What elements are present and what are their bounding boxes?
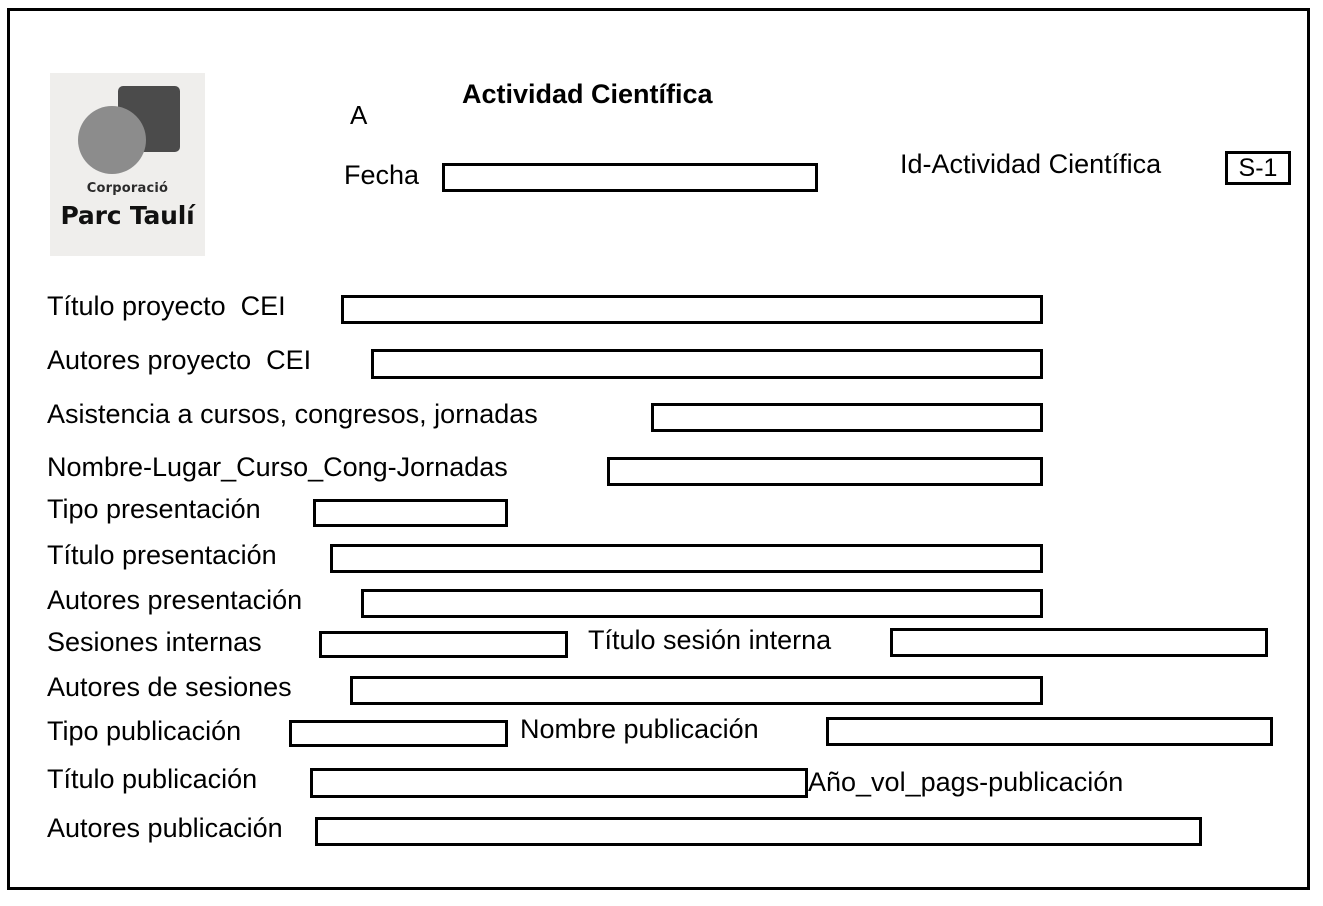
label-sesiones-internas: Sesiones internas — [47, 627, 262, 657]
label-nombre-publicacion: Nombre publicación — [520, 714, 759, 744]
input-nombre-publicacion[interactable] — [826, 717, 1273, 746]
input-tipo-publicacion[interactable] — [289, 720, 508, 747]
parc-tauli-logo: Corporació Parc Taulí — [50, 73, 205, 256]
input-titulo-publicacion[interactable] — [310, 768, 808, 798]
input-autores-presentacion[interactable] — [361, 589, 1043, 618]
form-outer-frame: Corporació Parc Taulí Actividad Científi… — [7, 8, 1310, 890]
id-actividad-cientifica-value: S-1 — [1238, 154, 1278, 182]
label-tipo-publicacion: Tipo publicación — [47, 716, 242, 746]
label-asistencia-cursos-congresos-jornadas: Asistencia a cursos, congresos, jornadas — [47, 399, 538, 429]
label-titulo-sesion-interna: Título sesión interna — [588, 625, 832, 655]
input-sesiones-internas[interactable] — [319, 631, 568, 658]
input-titulo-sesion-interna[interactable] — [890, 628, 1268, 657]
input-autores-proyecto-cei[interactable] — [371, 349, 1043, 379]
input-tipo-presentacion[interactable] — [313, 499, 508, 527]
logo-corporacio-text: Corporació — [86, 181, 169, 196]
id-actividad-cientifica-box[interactable]: S-1 — [1225, 151, 1291, 185]
section-letter-label: A — [350, 100, 368, 130]
label-titulo-publicacion: Título publicación — [47, 764, 258, 794]
input-titulo-presentacion[interactable] — [330, 544, 1043, 573]
logo-circle-shape — [78, 106, 146, 174]
label-autores-proyecto-cei: Autores proyecto CEI — [47, 345, 312, 375]
label-titulo-proyecto-cei: Título proyecto CEI — [47, 291, 286, 321]
logo-parc-tauli-text: Parc Taulí — [60, 201, 195, 230]
fecha-label: Fecha — [344, 160, 420, 190]
input-autores-de-sesiones[interactable] — [350, 676, 1043, 705]
fecha-input[interactable] — [442, 163, 818, 192]
input-autores-publicacion[interactable] — [315, 817, 1202, 846]
input-nombre-lugar-curso-cong-jornadas[interactable] — [607, 457, 1043, 486]
label-nombre-lugar-curso-cong-jornadas: Nombre-Lugar_Curso_Cong-Jornadas — [47, 452, 508, 482]
input-asistencia-cursos-congresos-jornadas[interactable] — [651, 403, 1043, 432]
label-tipo-presentacion: Tipo presentación — [47, 494, 261, 524]
id-actividad-cientifica-label: Id-Actividad Científica — [900, 149, 1162, 179]
label-titulo-presentacion: Título presentación — [47, 540, 277, 570]
page-title: Actividad Científica — [462, 79, 713, 109]
label-autores-publicacion: Autores publicación — [47, 813, 283, 843]
label-ano-vol-pags-publicacion: Año_vol_pags-publicación — [808, 767, 1124, 797]
label-autores-presentacion: Autores presentación — [47, 585, 303, 615]
input-titulo-proyecto-cei[interactable] — [341, 295, 1043, 324]
label-autores-de-sesiones: Autores de sesiones — [47, 672, 292, 702]
